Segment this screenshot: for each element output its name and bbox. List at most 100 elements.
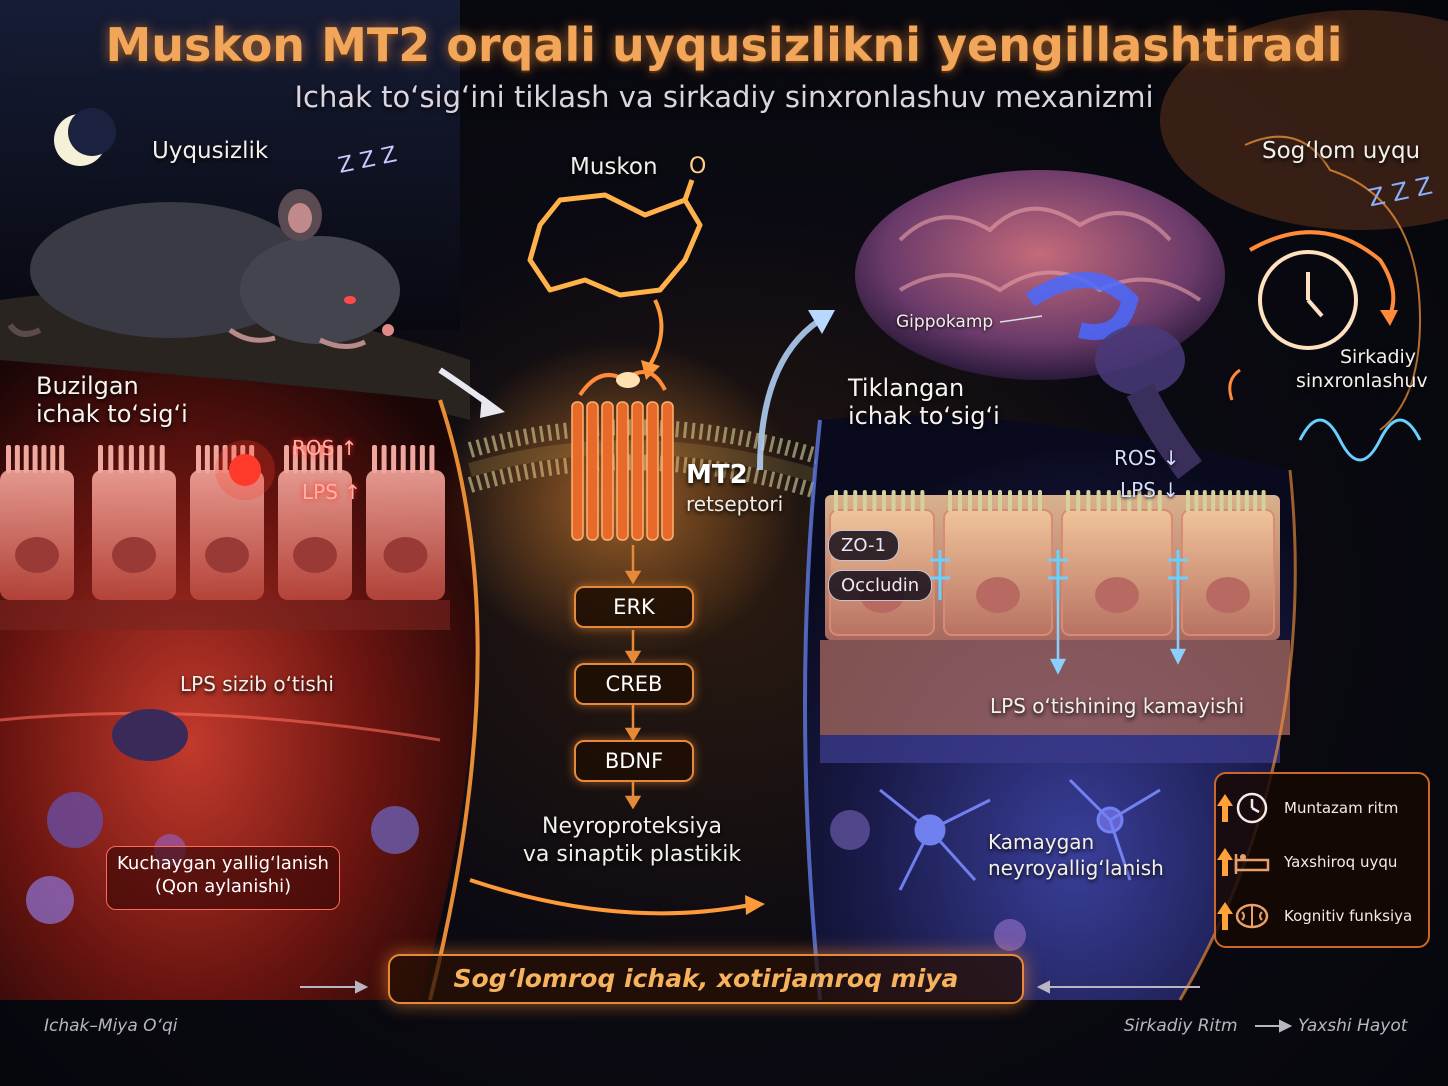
intestinal-cell [943,509,1053,636]
microvillus [1066,490,1070,512]
microvillus [910,490,915,512]
footer-good-life: Yaxshi Hayot [1298,1016,1408,1036]
microvillus [391,445,397,473]
outcome-line2: va sinaptik plastikik [522,842,742,867]
inflammation-line1: Kuchaygan yallig‘lanish [117,853,329,874]
receptor-helix [661,401,674,541]
footer-circadian-rhythm: Sirkadiy Ritm [1124,1016,1238,1036]
neuron-icon [879,778,1161,891]
microvillus [1244,490,1249,512]
microvillus [1106,490,1111,512]
microvillus [98,445,103,473]
microvillus [196,445,201,473]
microvillus [1018,490,1022,512]
microvillus [998,490,1002,512]
receptor-helix [601,401,614,541]
microvillus [1038,490,1042,512]
arrow-up-icon [1217,848,1233,876]
microvillus [843,490,848,512]
microvillus [872,490,877,512]
microvillus [222,445,228,473]
ros-decrease-label: ROS ↓ [1114,446,1180,470]
benefit-row-sleep: Yaxshiroq uyqu [1216,842,1428,882]
microvillus [213,445,219,473]
microvillus [948,490,952,512]
microvillus [1076,490,1081,512]
microvillus [1253,490,1258,512]
benefit-label: Yaxshiroq uyqu [1284,853,1398,871]
outcome-line1: Neyroproteksiya [542,814,722,839]
microvillus [862,490,867,512]
brain-illustration [855,170,1225,479]
microvillus [1219,490,1224,512]
mt2-receptor-title: MT2 [686,460,748,490]
benefit-row-rhythm: Muntazam ritm [1216,788,1428,828]
pathway-bdnf: BDNF [574,740,694,782]
intestinal-cell [278,470,352,600]
bed-icon [1234,854,1270,874]
microvillus [139,445,145,473]
microvillus [958,490,962,512]
microvillus [149,445,155,473]
microvillus [1202,490,1207,512]
microvillus [204,445,210,473]
arrow-up-icon [1217,902,1233,930]
microvillus [1127,490,1132,512]
microvillus [882,490,886,512]
intestinal-cell [1181,509,1275,636]
lps-decrease-label: LPS ↓ [1120,478,1180,502]
benefits-panel: Muntazam ritm Yaxshiroq uyqu Kognitiv fu… [1214,772,1430,948]
arrow-up-icon [1217,794,1233,822]
lps-reduction-label: LPS o‘tishining kamayishi [990,694,1245,718]
microvillus [372,445,377,473]
ros-burst-icon [215,440,275,500]
inflamed-gut-section [0,360,476,1000]
cell-nucleus [1206,577,1250,613]
lps-increase-label: LPS ↑ [302,480,362,504]
microvillus [14,445,20,473]
cell-nucleus [15,537,59,573]
microvillus [118,445,124,473]
microvillus [292,445,298,473]
microvillus [1157,490,1162,512]
intestinal-cell [366,470,445,600]
circadian-clock-icon [1228,135,1422,462]
microvillus [1008,490,1012,512]
restored-barrier-label: Tiklangan ichak to‘sig‘i [848,374,1000,430]
microvillus [1147,490,1152,512]
microvillus [159,445,165,473]
inflammation-box: Kuchaygan yallig‘lanish (Qon aylanishi) [106,846,340,910]
microvillus [400,445,406,473]
microvillus [128,445,134,473]
microvillus [1186,490,1190,512]
microvillus [1194,490,1199,512]
neuroinflammation-line1: Kamaygan [988,830,1095,854]
benefit-label: Muntazam ritm [1284,799,1399,817]
microvillus [1117,490,1121,512]
intestinal-cell [190,470,264,600]
neuroinflammation-line2: neyroyallig‘lanish [988,856,1164,880]
hippocampus-label: Gippokamp [896,312,994,332]
occludin-label: Occludin [828,570,933,601]
microvillus [1086,490,1091,512]
damaged-barrier-label: Buzilgan ichak to‘sig‘i [36,372,188,428]
microvillus [6,445,11,473]
microvillus [50,445,56,473]
rat-illustration [7,189,400,349]
footer-gut-brain-axis: Ichak–Miya O‘qi [44,1016,178,1036]
microvillus [410,445,416,473]
microvillus [1211,490,1216,512]
microvillus [381,445,387,473]
brain-icon [1235,903,1269,929]
microvillus [419,445,425,473]
pathway-creb: CREB [574,663,694,705]
microvillus [41,445,47,473]
pathway-erk: ERK [574,586,694,628]
microvillus [1236,490,1241,512]
microvillus [310,445,316,473]
microvillus [968,490,972,512]
microvillus [284,445,289,473]
receptor-helix [646,401,659,541]
